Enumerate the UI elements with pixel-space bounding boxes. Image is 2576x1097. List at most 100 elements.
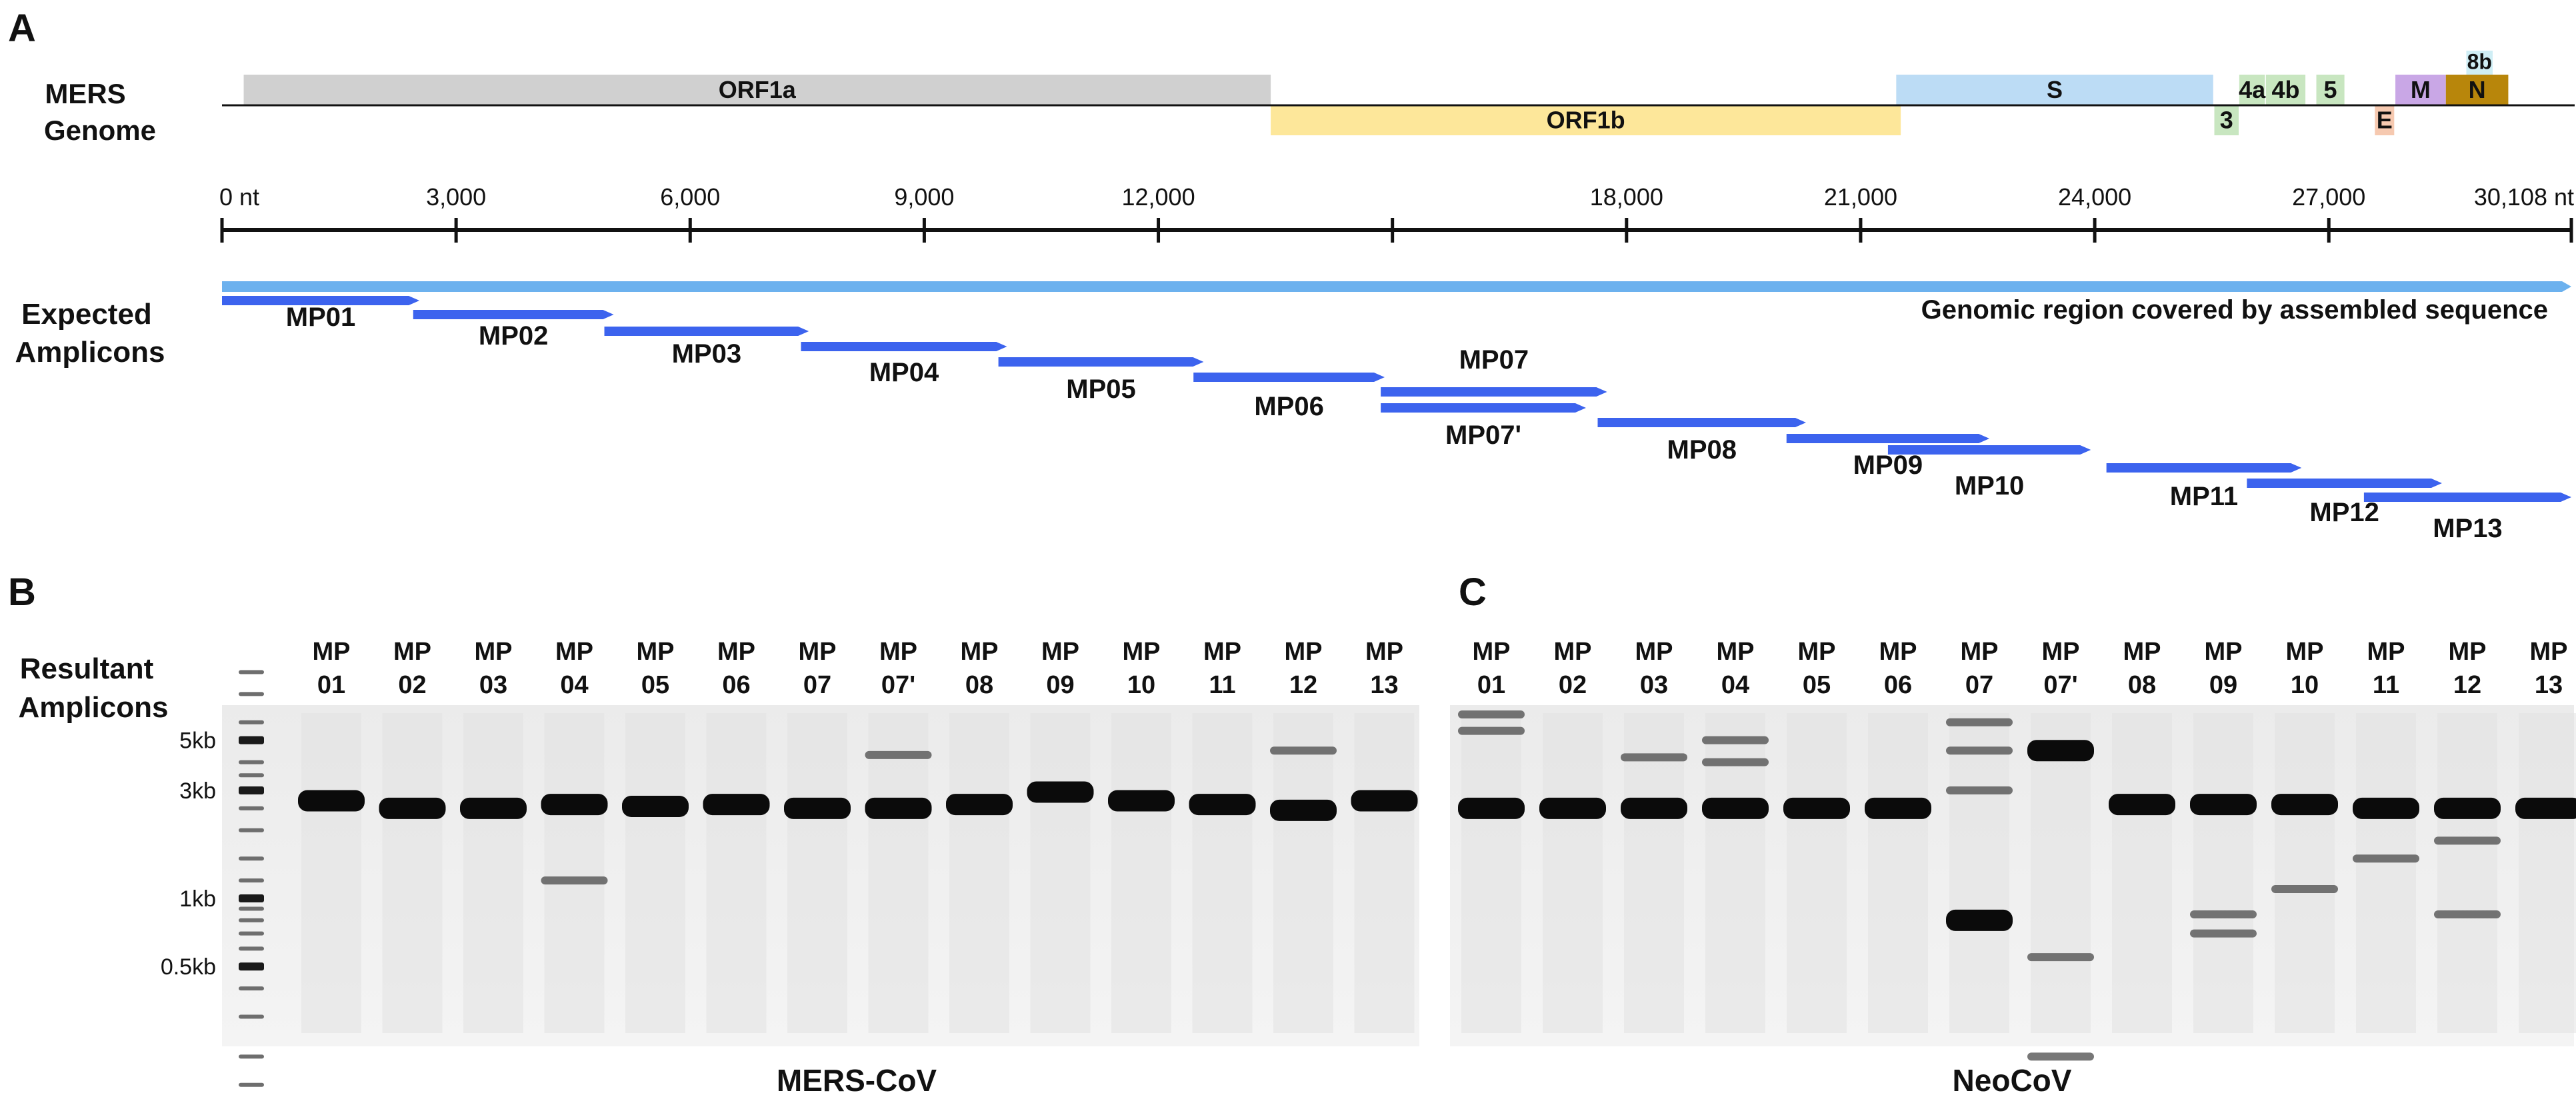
coverage-bar	[222, 281, 2571, 292]
gel-row-label-line1: Resultant	[20, 652, 154, 685]
neocov-lane-label-bottom: 13	[2535, 671, 2563, 699]
mers-lane-label-bottom: 02	[398, 671, 426, 699]
neocov-lane-label-bottom: 04	[1721, 671, 1749, 699]
neocov-lane-label-top: MP	[2123, 638, 2161, 666]
mers-lane-label-bottom: 09	[1046, 671, 1074, 699]
gel-lane-smear	[2275, 713, 2335, 1033]
neocov-lane-label-top: MP	[2449, 638, 2487, 666]
neocov-lane-label-top: MP	[1717, 638, 1755, 666]
amplicon-arrow-mp08	[1597, 418, 1807, 427]
gene-e-label: E	[2377, 106, 2393, 133]
gel-band	[2027, 953, 2094, 962]
gel-band	[1865, 797, 1931, 819]
amplicon-label-mp03: MP03	[672, 339, 742, 369]
gel-band	[2353, 854, 2419, 863]
neocov-lane-label-bottom: 05	[1803, 671, 1831, 699]
ladder-label-5kb: 5kb	[179, 728, 216, 754]
gel-band	[1621, 753, 1687, 762]
gel-lane-smear	[544, 713, 605, 1033]
amplicon-label-mp11: MP11	[2170, 482, 2238, 511]
gel-band	[2353, 797, 2419, 819]
amplicon-label-mp10: MP10	[1955, 471, 2025, 501]
mers-lane-label-top: MP	[717, 638, 755, 666]
mers-lane-label-top: MP	[1365, 638, 1403, 666]
genome-label-line2: Genome	[44, 115, 156, 146]
gene-4a-block	[2239, 75, 2265, 105]
gel-lane-smear	[1705, 713, 1765, 1033]
gene-n-label: N	[2469, 76, 2486, 103]
ladder-band	[239, 962, 264, 971]
ladder-band	[239, 1054, 264, 1059]
axis-tick-label: 0 nt	[219, 183, 259, 211]
gel-band	[1539, 797, 1606, 819]
neocov-lane-label-top: MP	[1473, 638, 1511, 666]
amplicon-label-mp04: MP04	[869, 358, 939, 387]
gel-lanes: 5kb3kb1kb0.5kbMP01MP02MP03MP04MP05MP06MP…	[161, 638, 2576, 1087]
coverage-label: Genomic region covered by assembled sequ…	[1921, 295, 2548, 325]
axis-tick-label: 3,000	[426, 183, 486, 211]
ladder-band	[239, 786, 264, 794]
neocov-lane-label-bottom: 07'	[2043, 671, 2077, 699]
ladder-label-1kb: 1kb	[179, 886, 216, 912]
ladder-band	[239, 878, 264, 883]
axis-tick-label: 30,108 nt	[2474, 183, 2574, 211]
neocov-lane-label-top: MP	[1879, 638, 1917, 666]
amplicon-arrow-mp03	[604, 327, 809, 336]
gel-lane-smear	[1787, 713, 1847, 1033]
gel-band	[946, 794, 1013, 816]
gene-4b-block	[2265, 75, 2306, 105]
axis-tick-label: 27,000	[2292, 183, 2365, 211]
neocov-lane-label-bottom: 01	[1477, 671, 1505, 699]
axis-tick-label: 24,000	[2058, 183, 2131, 211]
mers-lane-label-top: MP	[879, 638, 917, 666]
ladder-band	[239, 946, 264, 951]
gel-band	[1702, 797, 1769, 819]
gene-8b-label: 8b	[2467, 49, 2492, 73]
gel-lane-smear	[2031, 713, 2091, 1033]
gel-band	[2434, 910, 2501, 918]
ladder-band	[239, 773, 264, 778]
ladder-band	[239, 736, 264, 744]
amplicon-label-mp12: MP12	[2309, 498, 2379, 527]
gene-e-block	[2375, 106, 2395, 135]
gel-lane-smear	[1354, 713, 1415, 1033]
gel-band	[2027, 1052, 2094, 1061]
neocov-lane-label-bottom: 09	[2209, 671, 2237, 699]
mers-lane-label-top: MP	[637, 638, 675, 666]
gel-lane-smear	[1030, 713, 1091, 1033]
amplicon-label-mp07: MP07'	[1445, 421, 1521, 450]
neocov-lane-label-bottom: 11	[2373, 671, 2399, 699]
gene-5-label: 5	[2324, 76, 2337, 103]
gel-band	[2434, 797, 2501, 819]
mers-lane-label-bottom: 10	[1127, 671, 1155, 699]
gel-band	[379, 797, 446, 819]
amplicon-map: MP01MP02MP03MP04MP05MP06MP07MP07'MP08MP0…	[222, 281, 2571, 543]
gel-lane-smear	[1868, 713, 1928, 1033]
mers-lane-label-bottom: 12	[1289, 671, 1317, 699]
gene-3-label: 3	[2220, 106, 2233, 133]
gel-band	[1946, 786, 2013, 794]
gene-8b-block	[2466, 51, 2493, 75]
amplicon-label-mp08: MP08	[1667, 435, 1737, 465]
gel-band	[2190, 910, 2257, 918]
mers-lane-label-bottom: 08	[965, 671, 993, 699]
amplicon-arrow-mp06	[1193, 373, 1385, 382]
genome-label-line1: MERS	[45, 78, 125, 109]
ladder-band	[239, 906, 264, 911]
gel-band	[2271, 794, 2338, 816]
ladder-band	[239, 918, 264, 922]
gene-m-block	[2395, 75, 2446, 105]
amplicon-arrow-mp11	[2106, 463, 2302, 473]
axis-tick-label: 9,000	[894, 183, 954, 211]
gel-band	[1458, 726, 1525, 735]
gel-band	[703, 794, 770, 816]
gel-band	[1946, 909, 2013, 931]
amplicon-arrow-mp10	[1887, 445, 2091, 455]
neocov-lane-label-bottom: 06	[1884, 671, 1912, 699]
amplicon-label-mp13: MP13	[2433, 514, 2503, 543]
gel-band	[541, 794, 608, 816]
gel-band	[1783, 797, 1850, 819]
gel-band	[1702, 736, 1769, 744]
